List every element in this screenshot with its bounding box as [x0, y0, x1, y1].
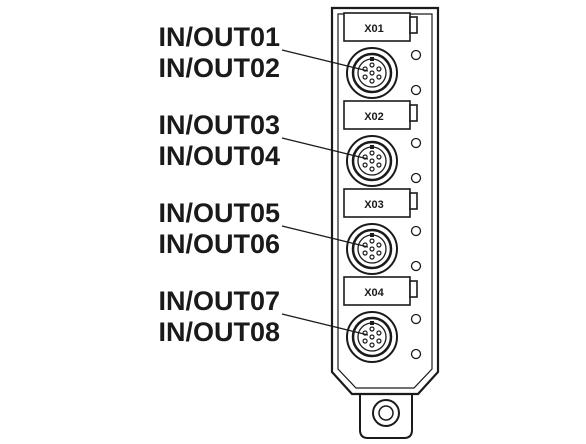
m12-connector-icon [346, 311, 398, 363]
channel-label: IN/OUT02 [158, 53, 280, 83]
port-tag: X03 [364, 199, 384, 211]
m12-connector-icon [346, 135, 398, 187]
port-1: X01 [281, 12, 422, 99]
port-tag: X02 [364, 111, 384, 123]
leader-line [281, 137, 369, 160]
m12-connector-icon [346, 223, 398, 275]
leader-line [281, 313, 369, 336]
label-window [343, 100, 411, 130]
latch-tab [409, 192, 418, 210]
port-3: X03 [281, 188, 422, 275]
label-window [343, 276, 411, 306]
port-tag: X01 [364, 23, 384, 35]
led-indicator [410, 84, 422, 96]
channel-label: IN/OUT04 [158, 141, 280, 171]
led-indicator [410, 172, 422, 184]
leader-line [281, 225, 369, 248]
channel-label: IN/OUT08 [158, 317, 280, 347]
latch-tab [409, 104, 418, 122]
led-indicator [410, 348, 422, 360]
channel-label: IN/OUT06 [158, 229, 280, 259]
label-window [343, 188, 411, 218]
led-indicator [410, 313, 422, 325]
led-indicator [410, 49, 422, 61]
channel-label: IN/OUT03 [158, 110, 280, 140]
channel-label: IN/OUT07 [158, 286, 280, 316]
channel-label: IN/OUT01 [158, 22, 280, 52]
latch-tab [409, 280, 418, 298]
led-indicator [410, 137, 422, 149]
channel-label: IN/OUT05 [158, 198, 280, 228]
label-window [343, 12, 411, 42]
led-indicator [410, 225, 422, 237]
label-group: IN/OUT01IN/OUT02IN/OUT03IN/OUT04IN/OUT05… [158, 22, 280, 347]
m12-connector-icon [346, 47, 398, 99]
port-tag: X04 [364, 287, 384, 299]
port-4: X04 [281, 276, 422, 363]
mounting-tab [359, 385, 413, 439]
port-2: X02 [281, 100, 422, 187]
led-indicator [410, 260, 422, 272]
leader-line [281, 49, 369, 72]
latch-tab [409, 16, 418, 34]
